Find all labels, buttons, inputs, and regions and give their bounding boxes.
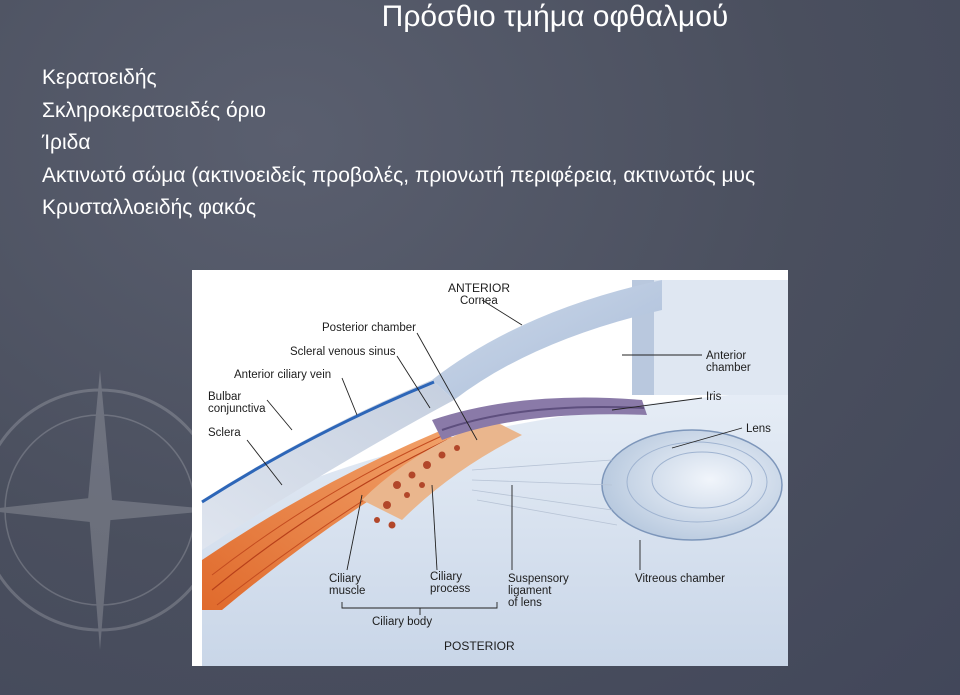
slide-title: Πρόσθιο τμήμα οφθαλμού [381,0,729,33]
bullet-item: Ακτινωτό σώμα (ακτινοειδείς προβολές, πρ… [42,163,756,187]
label-ciliary-process: Ciliary [430,571,462,583]
label-anterior-ciliary-vein: Anterior ciliary vein [234,369,331,381]
label-ciliary-muscle: Ciliary [329,573,361,585]
label-suspensory-ligament: Suspensory [508,573,569,585]
label-ciliary-body: Ciliary body [372,616,432,628]
label-sclera: Sclera [208,427,241,439]
label-suspensory-ligament: of lens [508,597,542,609]
compass-watermark [0,370,222,650]
label-suspensory-ligament: ligament [508,585,552,597]
label-posterior: POSTERIOR [444,639,515,653]
bullet-item: Κερατοειδής [42,66,157,89]
bullet-item: Κρυσταλλοειδής φακός [42,196,257,219]
label-anterior-chamber: chamber [706,362,751,374]
bullet-item: Σκληροκερατοειδές όριο [42,98,266,122]
label-ciliary-muscle: muscle [329,585,365,597]
label-bulbar-conjunctiva: conjunctiva [208,403,266,415]
label-anterior: ANTERIOR [448,281,510,295]
label-bulbar-conjunctiva: Bulbar [208,391,241,403]
label-iris: Iris [706,391,722,403]
label-ciliary-process: process [430,583,471,595]
label-cornea: Cornea [460,295,498,307]
label-posterior-chamber: Posterior chamber [322,322,416,334]
bullet-list: Κερατοειδής Σκληροκερατοειδές όριο Ίριδα… [42,62,755,225]
eye-anatomy-diagram: ANTERIOR Cornea Posterior chamber Sclera… [201,280,788,666]
bullet-item: Ίριδα [42,131,91,154]
label-scleral-venous-sinus: Scleral venous sinus [290,346,396,358]
label-anterior-chamber: Anterior [706,350,746,362]
label-lens: Lens [746,423,771,435]
label-vitreous-chamber: Vitreous chamber [635,573,725,585]
eye-anatomy-figure: ANTERIOR Cornea Posterior chamber Sclera… [192,270,788,666]
